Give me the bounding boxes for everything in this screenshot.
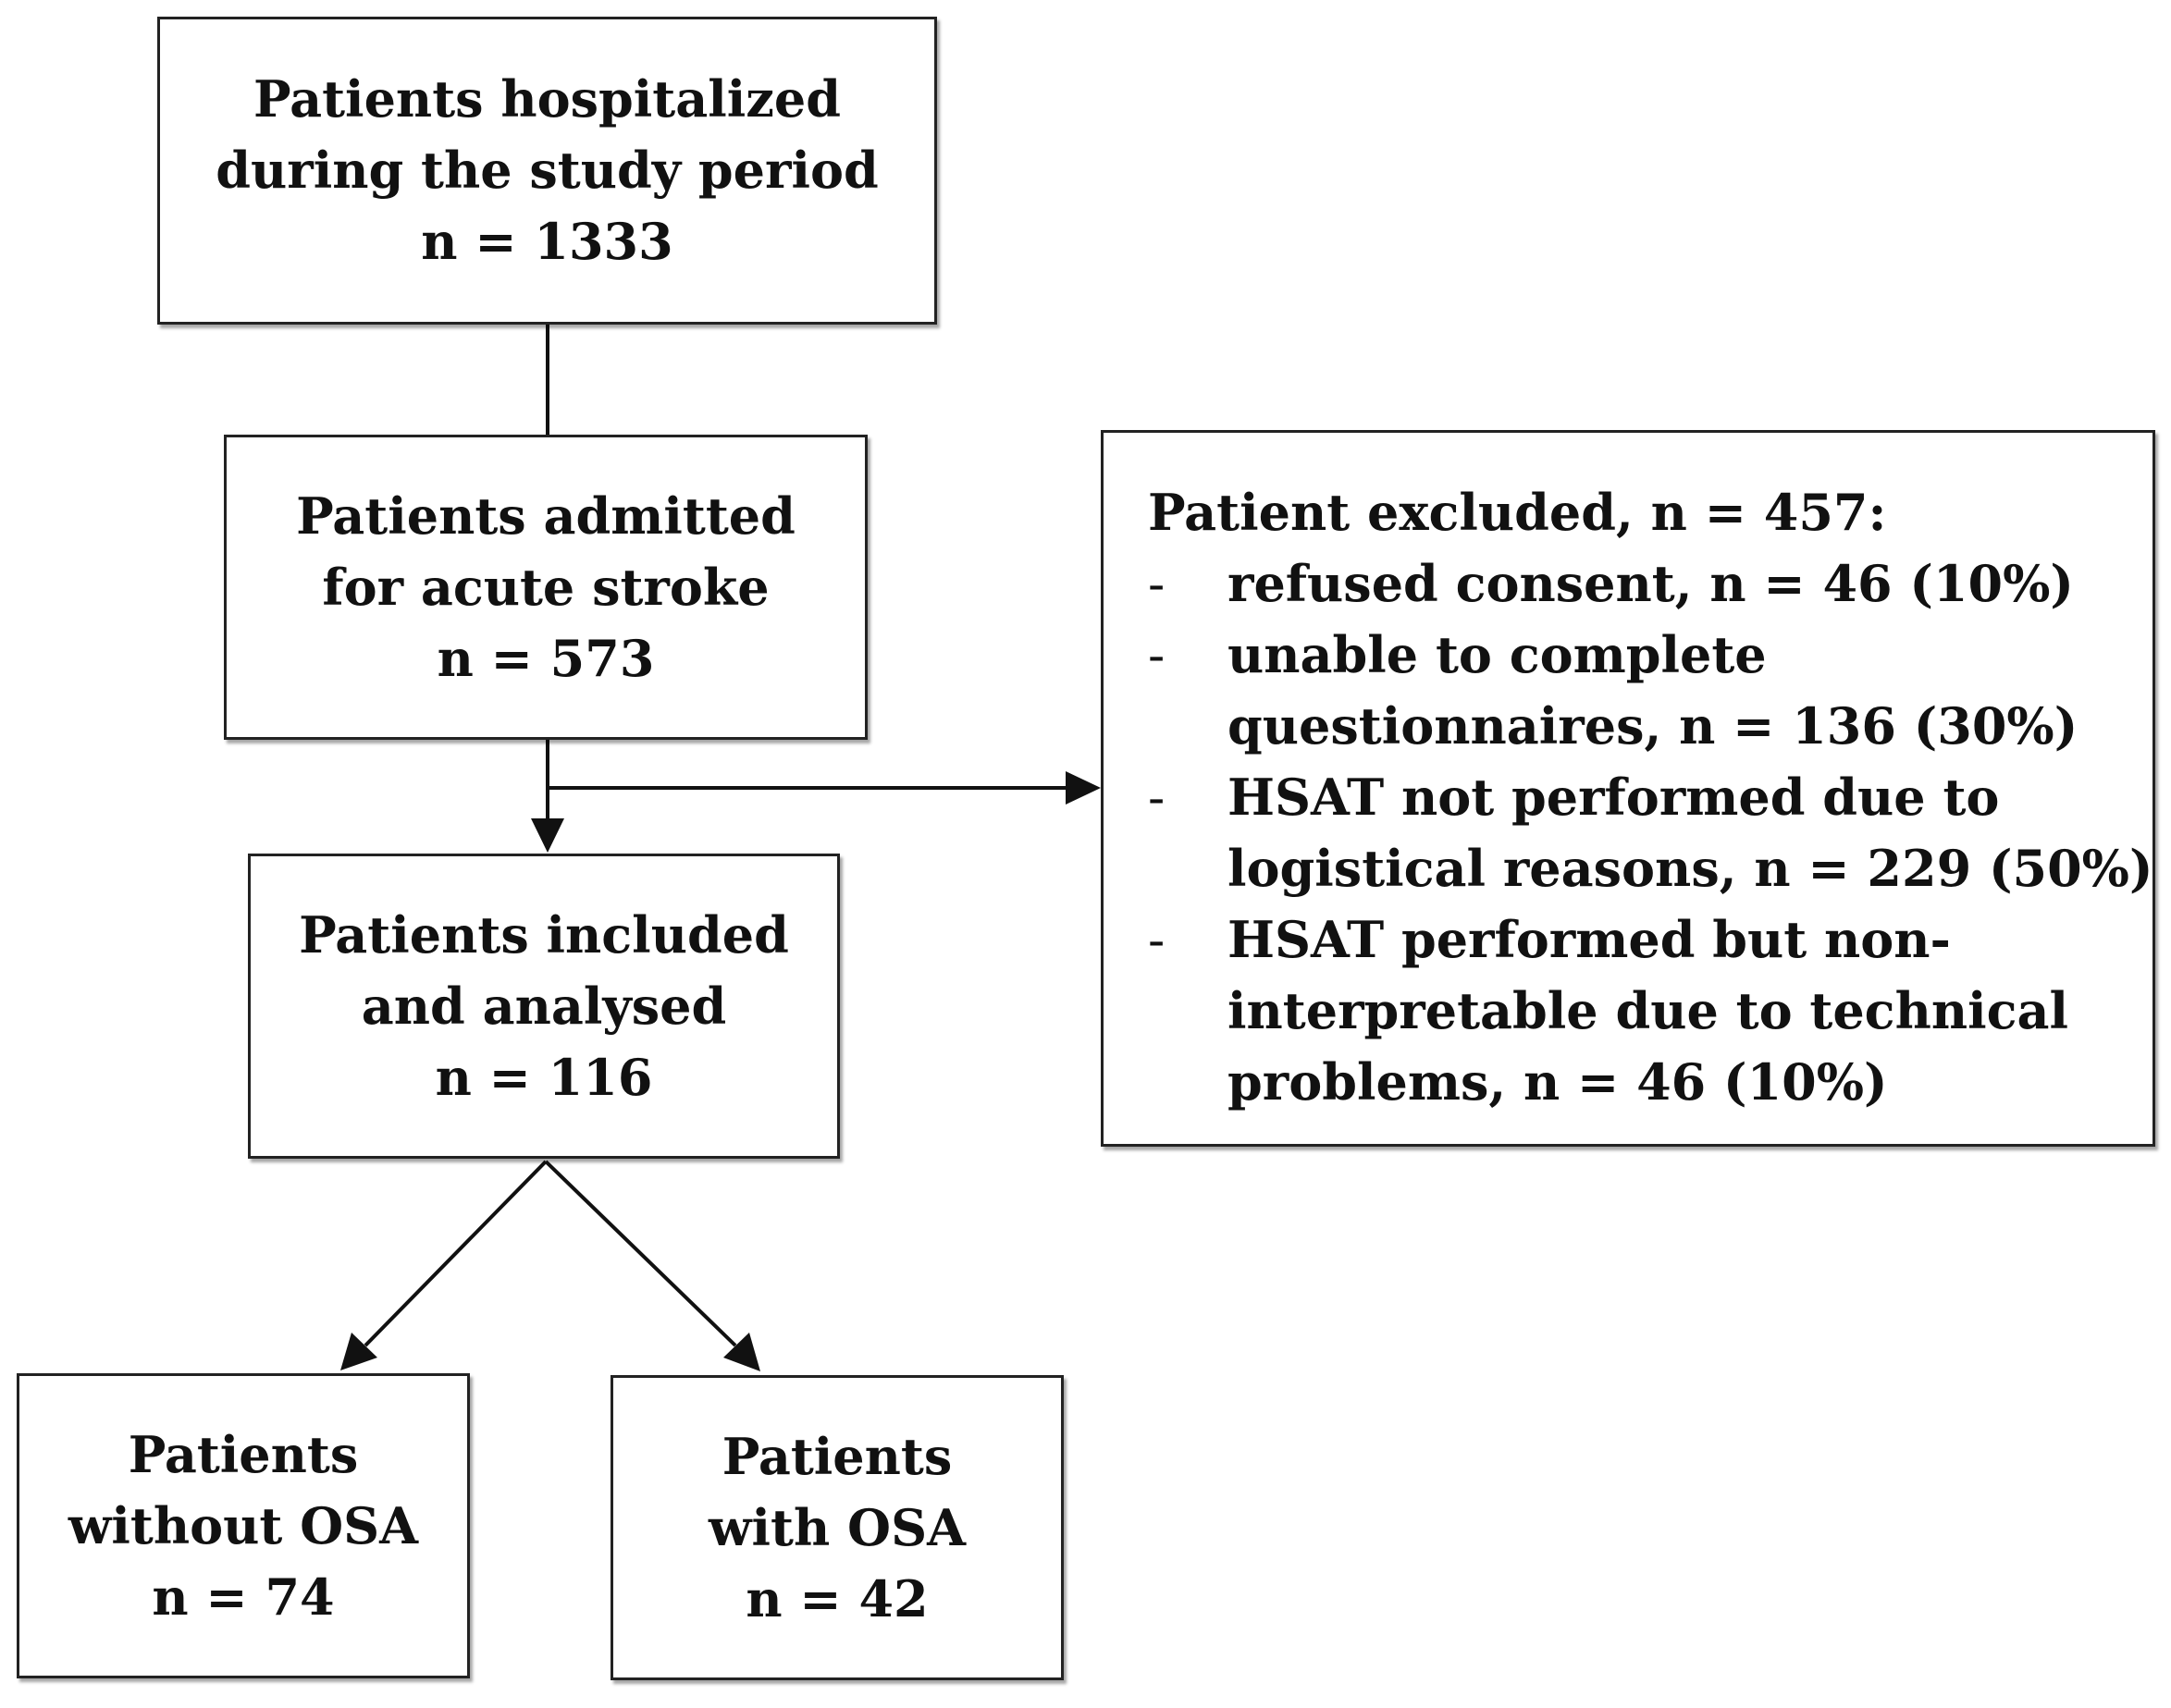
without-osa-box: Patients without OSA n = 74: [17, 1373, 470, 1678]
included-analysed-box: Patients included and analysed n = 116: [248, 854, 840, 1159]
exclusion-reasons-list: - refused consent, n = 46 (10%) - unable…: [1148, 548, 2153, 1118]
list-bullet: -: [1148, 768, 1166, 827]
hospitalized-count: n = 1333: [421, 212, 673, 271]
without-osa-line-1: Patients: [128, 1424, 359, 1484]
exclusion-reason-text: unable to complete questionnaires, n = 1…: [1227, 620, 2078, 762]
admitted-line-2: for acute stroke: [322, 557, 770, 617]
hospitalized-patients-box: Patients hospitalized during the study p…: [157, 17, 937, 325]
with-osa-count: n = 42: [746, 1568, 929, 1628]
exclusion-reason-line: unable to complete: [1227, 625, 1767, 684]
exclusion-reason-line: HSAT not performed due to: [1227, 768, 2000, 827]
exclusion-reason-text: HSAT not performed due to logistical rea…: [1227, 762, 2153, 904]
arrowhead-to-excluded: [1066, 771, 1101, 805]
list-bullet: -: [1148, 911, 1166, 969]
with-osa-line-2: with OSA: [709, 1497, 966, 1557]
exclusion-reason-line: interpretable due to technical: [1227, 981, 2068, 1040]
arrowhead-to-included: [531, 818, 564, 853]
exclusion-reason-hsat-logistics: - HSAT not performed due to logistical r…: [1148, 762, 2153, 904]
exclusion-reason-questionnaires: - unable to complete questionnaires, n =…: [1148, 620, 2115, 762]
hospitalized-line-2: during the study period: [216, 141, 879, 200]
excluded-heading: Patient excluded, n = 457:: [1148, 483, 1887, 542]
connector-to-without-osa: [364, 1160, 548, 1347]
with-osa-box: Patients with OSA n = 42: [611, 1375, 1064, 1680]
connector-to-with-osa: [544, 1160, 737, 1347]
list-bullet: -: [1148, 626, 1166, 684]
with-osa-line-1: Patients: [722, 1426, 953, 1486]
exclusion-reason-line: HSAT performed but non-: [1227, 910, 1951, 969]
admitted-count: n = 573: [437, 628, 655, 688]
included-line-2: and analysed: [361, 976, 727, 1036]
exclusion-reason-line: questionnaires, n = 136 (30%): [1227, 696, 2078, 756]
included-count: n = 116: [435, 1047, 653, 1107]
exclusion-reason-line: refused consent, n = 46 (10%): [1227, 554, 2074, 613]
without-osa-count: n = 74: [152, 1567, 335, 1627]
admitted-stroke-box: Patients admitted for acute stroke n = 5…: [224, 435, 868, 740]
hospitalized-line-1: Patients hospitalized: [253, 69, 842, 129]
exclusion-reason-line: problems, n = 46 (10%): [1227, 1052, 1888, 1112]
arrowhead-to-without-osa: [340, 1333, 377, 1370]
without-osa-line-2: without OSA: [68, 1495, 419, 1555]
included-line-1: Patients included: [299, 904, 789, 965]
exclusion-reason-refused-consent: - refused consent, n = 46 (10%): [1148, 548, 2115, 620]
list-bullet: -: [1148, 555, 1166, 613]
exclusion-reason-text: HSAT performed but non- interpretable du…: [1227, 904, 2068, 1118]
excluded-patients-box: Patient excluded, n = 457: - refused con…: [1101, 430, 2155, 1147]
admitted-line-1: Patients admitted: [296, 485, 796, 546]
exclusion-reason-hsat-technical: - HSAT performed but non- interpretable …: [1148, 904, 2115, 1118]
exclusion-reason-text: refused consent, n = 46 (10%): [1227, 548, 2074, 620]
exclusion-reason-line: logistical reasons, n = 229 (50%): [1227, 839, 2153, 898]
arrowhead-to-with-osa: [723, 1333, 760, 1371]
